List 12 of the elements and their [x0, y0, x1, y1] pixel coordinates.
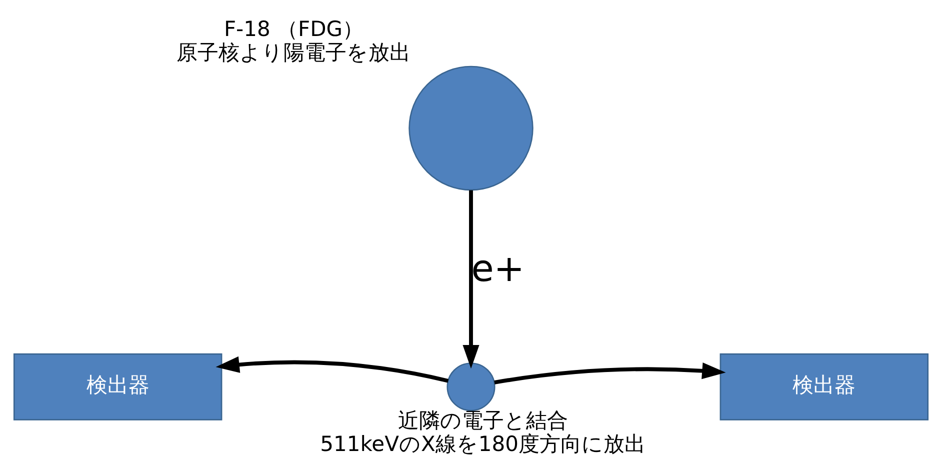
- arrow: [216, 356, 449, 382]
- node-label: F-18 （FDG）: [224, 16, 364, 41]
- node-circle: [446, 362, 496, 411]
- node-label: 原子核より陽電子を放出: [176, 40, 411, 64]
- node-circle: [408, 65, 534, 190]
- node-box: 検出器: [13, 352, 222, 420]
- edge-label: e+: [471, 246, 525, 290]
- arrow: [494, 362, 726, 384]
- node-box: 検出器: [720, 352, 929, 420]
- node-label: 近隣の電子と結合: [398, 408, 568, 432]
- node-label: 511keVのX線を180度方向に放出: [320, 431, 646, 456]
- arrow: [462, 190, 480, 368]
